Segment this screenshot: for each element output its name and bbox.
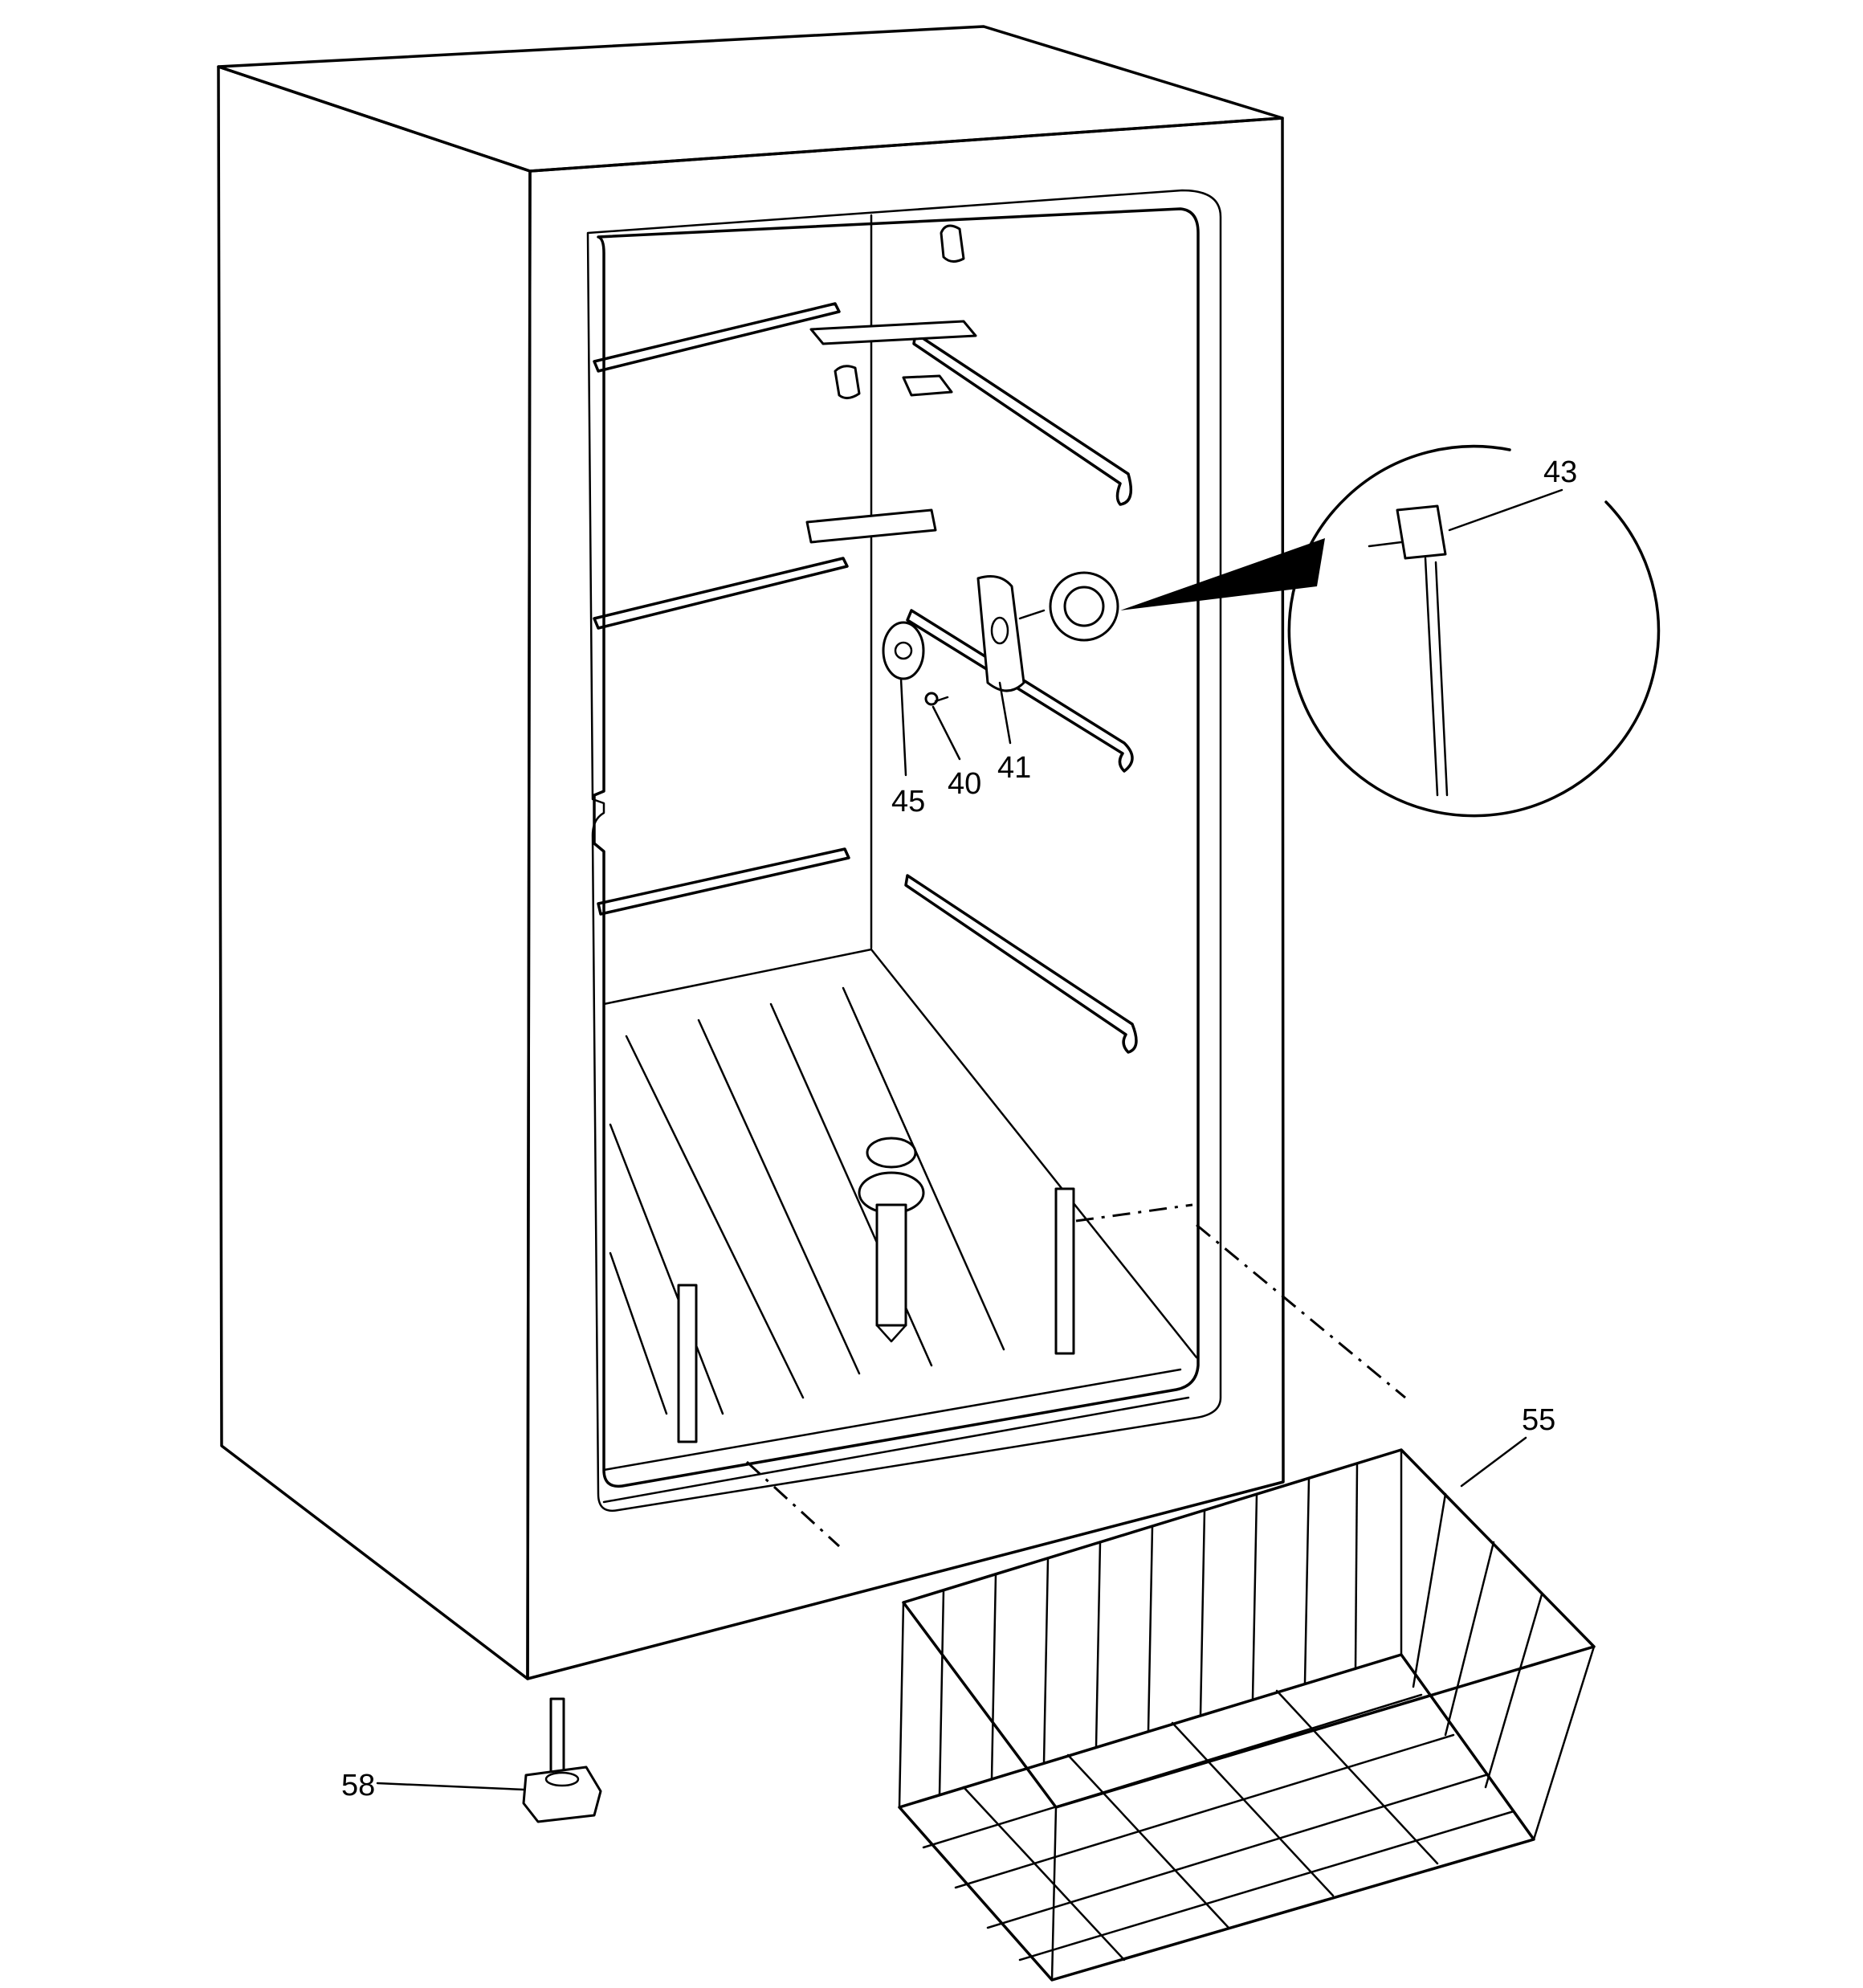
floor-wires (609, 986, 1005, 1415)
drain-tube (858, 1137, 925, 1343)
callout-40: 40 (948, 767, 981, 801)
zoom-pointer (1120, 538, 1325, 610)
thermostat-switch-43 (1396, 504, 1447, 560)
callout-45: 45 (891, 785, 925, 818)
top-brackets (805, 224, 977, 544)
callout-55: 55 (1522, 1403, 1555, 1437)
wire-basket (898, 1448, 1596, 1982)
thermostat-knob (882, 621, 925, 680)
screw-40 (924, 692, 939, 706)
basket-supports (677, 1187, 1075, 1443)
zoom-detail (1287, 444, 1661, 818)
thermostat-plate (976, 575, 1025, 692)
assembly-lines (745, 1203, 1406, 1548)
leader-lines (376, 488, 1563, 1791)
shelf-rails (593, 302, 1138, 1054)
leveling-leg (522, 1697, 602, 1823)
callout-41: 41 (997, 751, 1031, 785)
thermostat-assembly (882, 538, 1325, 706)
freezer-cabinet (217, 25, 1285, 1680)
callout-43: 43 (1543, 455, 1577, 489)
callout-58: 58 (341, 1769, 375, 1802)
